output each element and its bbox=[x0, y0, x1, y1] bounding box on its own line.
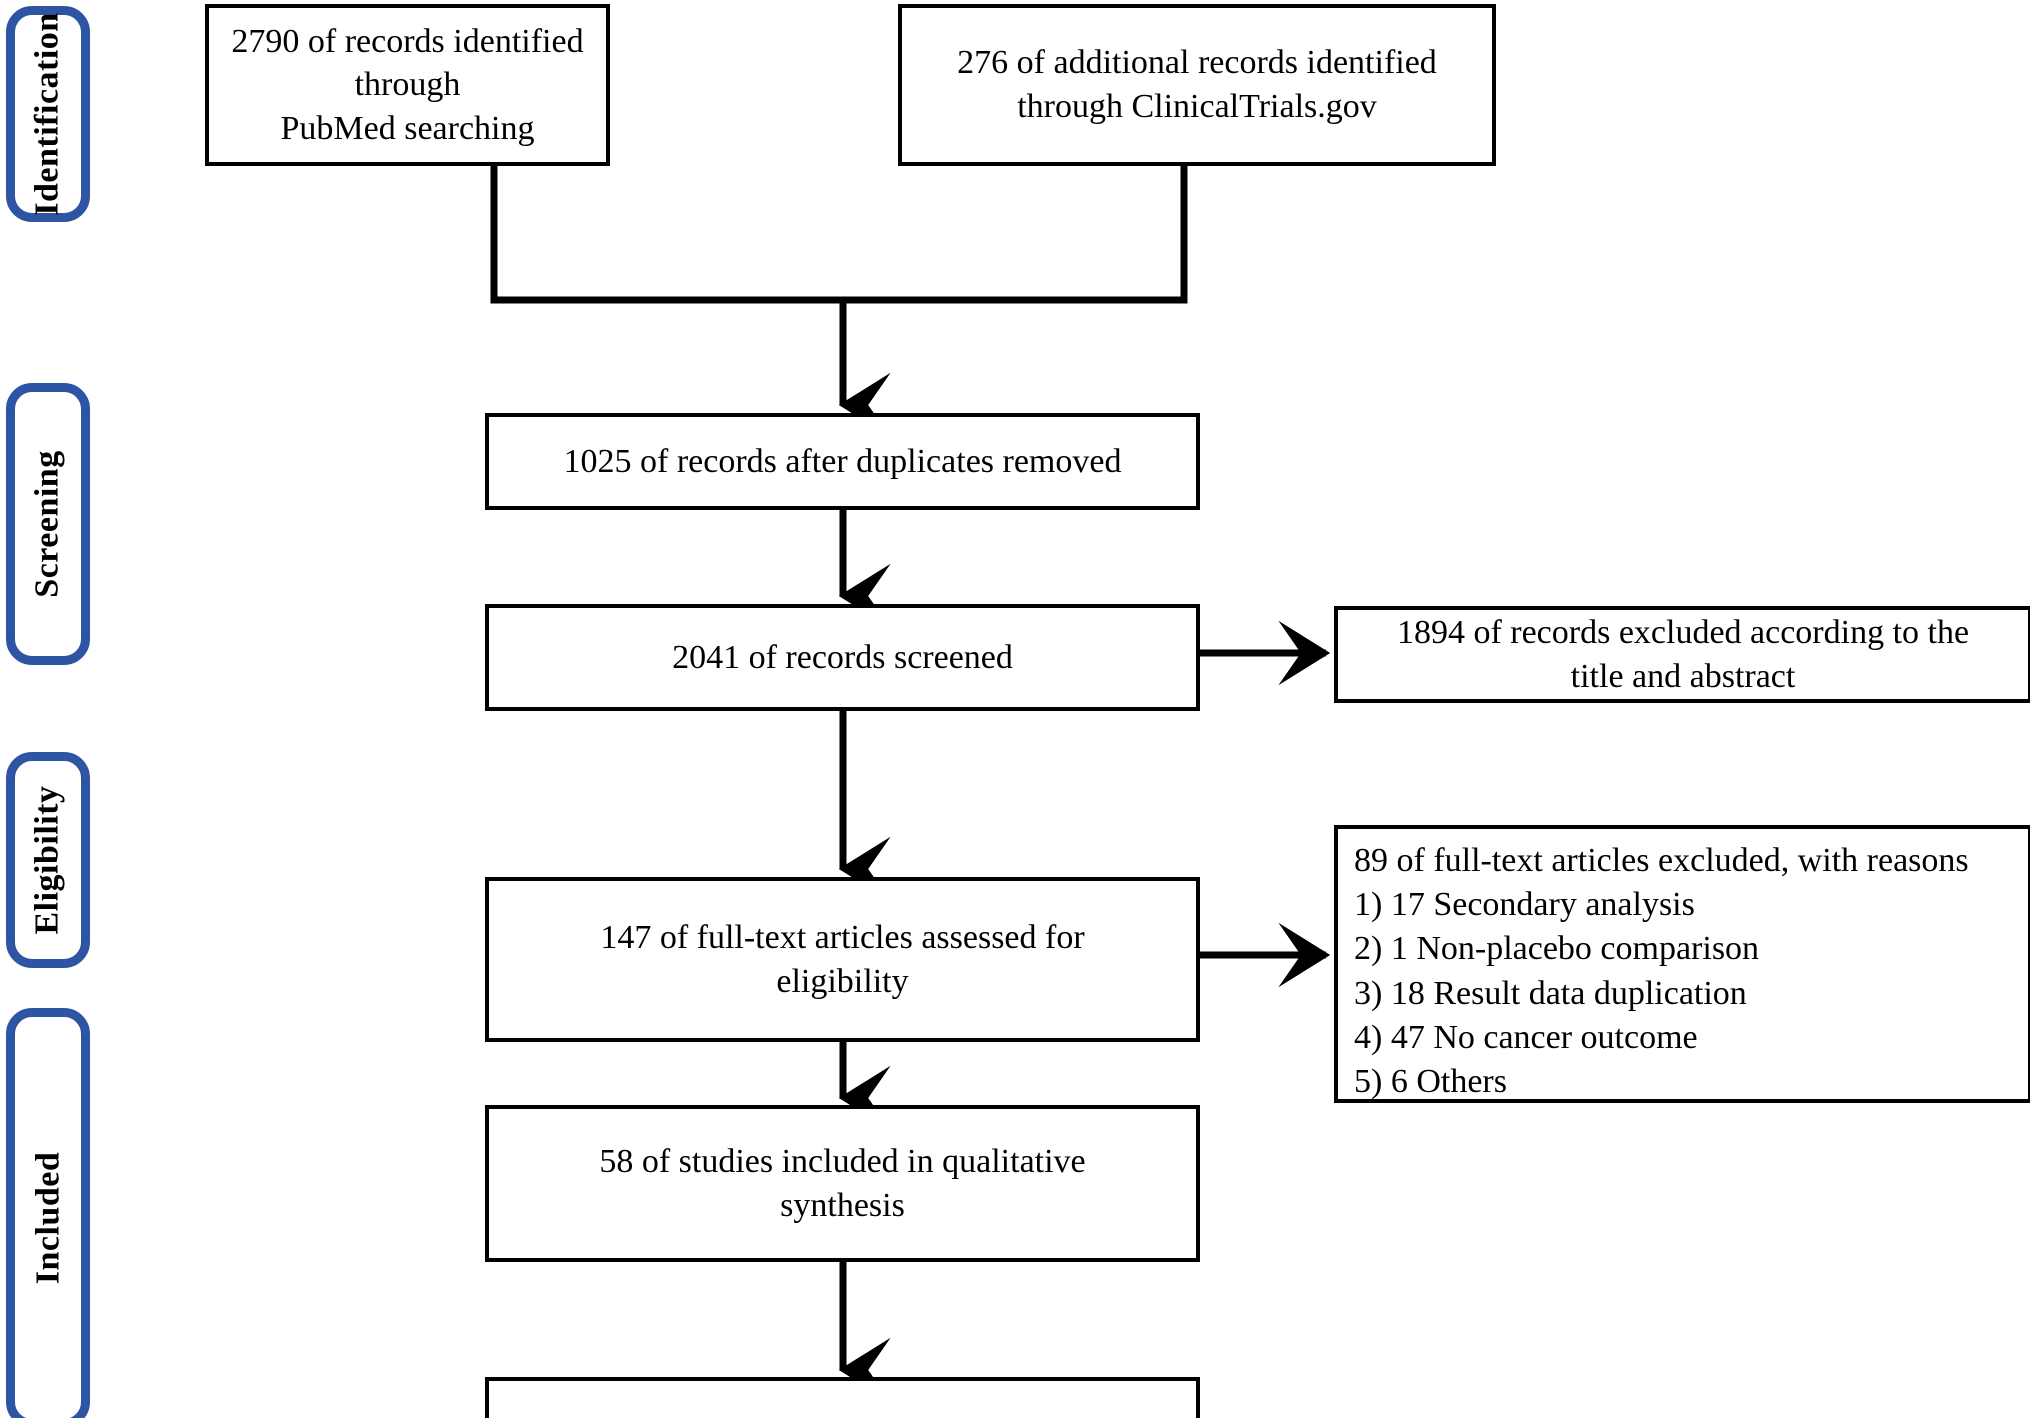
box-records-screened-line1: 2041 of records screened bbox=[672, 638, 1013, 676]
stage-pill-included: Included bbox=[6, 1008, 90, 1418]
stage-pill-identification: Identification bbox=[6, 6, 90, 222]
box-excluded-title-abstract: 1894 of records excluded according to th… bbox=[1334, 606, 2030, 703]
box-fulltext-assessed: 147 of full-text articles assessed for e… bbox=[485, 877, 1200, 1042]
fulltext-excluded-reason-2: 2) 1 Non-placebo comparison bbox=[1354, 930, 1760, 968]
stage-pill-eligibility: Eligibility bbox=[6, 752, 90, 968]
stage-label-included: Included bbox=[29, 1151, 66, 1285]
box-registry-records-line2: through ClinicalTrials.gov bbox=[1017, 88, 1377, 125]
box-records-screened: 2041 of records screened bbox=[485, 604, 1200, 711]
box-excluded-title-abstract-line1: 1894 of records excluded according to th… bbox=[1396, 613, 1970, 651]
edge-sources-merge bbox=[490, 166, 1188, 438]
box-registry-records: 276 of additional records identified thr… bbox=[898, 4, 1496, 166]
fulltext-excluded-reason-3: 3) 18 Result data duplication bbox=[1354, 974, 1747, 1012]
box-fulltext-assessed-line2: eligibility bbox=[776, 962, 909, 1000]
stage-label-screening: Screening bbox=[29, 450, 66, 598]
box-quantitative-synthesis-line1: 58 of studies included in quantitative bbox=[591, 1413, 1094, 1418]
stage-label-identification: Identification bbox=[29, 12, 67, 216]
fulltext-excluded-heading: 89 of full-text articles excluded, with … bbox=[1354, 842, 1969, 879]
box-quantitative-synthesis: 58 of studies included in quantitative s… bbox=[485, 1377, 1200, 1418]
stage-pill-screening: Screening bbox=[6, 383, 90, 665]
fulltext-excluded-reason-4: 4) 47 No cancer outcome bbox=[1354, 1018, 1698, 1056]
box-qualitative-synthesis-line2: synthesis bbox=[780, 1186, 905, 1224]
box-fulltext-excluded-reasons: 89 of full-text articles excluded, with … bbox=[1334, 825, 2030, 1103]
box-qualitative-synthesis-line1: 58 of studies included in qualitative bbox=[599, 1142, 1086, 1180]
fulltext-excluded-reason-5: 5) 6 Others bbox=[1354, 1062, 1507, 1100]
box-pubmed-records-line2: PubMed searching bbox=[280, 109, 535, 147]
box-registry-records-line1: 276 of additional records identified bbox=[957, 44, 1437, 82]
box-pubmed-records: 2790 of records identified through PubMe… bbox=[205, 4, 610, 166]
stage-label-eligibility: Eligibility bbox=[29, 785, 66, 935]
box-after-duplicates: 1025 of records after duplicates removed bbox=[485, 413, 1200, 510]
box-fulltext-assessed-line1: 147 of full-text articles assessed for bbox=[600, 918, 1085, 956]
fulltext-excluded-reason-1: 1) 17 Secondary analysis bbox=[1354, 886, 1695, 924]
box-after-duplicates-line1: 1025 of records after duplicates removed bbox=[563, 442, 1122, 480]
box-qualitative-synthesis: 58 of studies included in qualitative sy… bbox=[485, 1105, 1200, 1262]
box-excluded-title-abstract-line2: title and abstract bbox=[1570, 657, 1796, 695]
box-pubmed-records-line1: 2790 of records identified through bbox=[231, 22, 584, 104]
